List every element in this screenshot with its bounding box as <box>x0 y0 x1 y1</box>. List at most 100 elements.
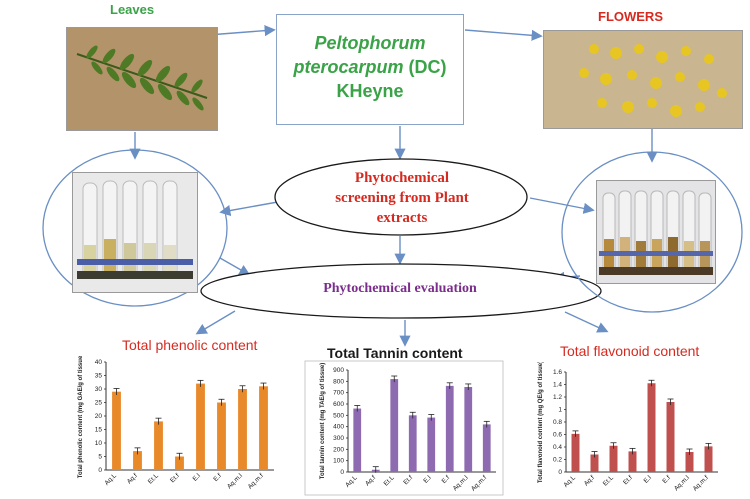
tannin-bar <box>464 387 473 472</box>
flower-extracts-photo <box>596 180 716 284</box>
flavonoid-ytick: 1.6 <box>553 369 562 376</box>
flavonoid-ytick: 1.2 <box>553 394 562 401</box>
species-genus: Peltophorum <box>314 33 426 53</box>
flavonoid-ytick: 0.2 <box>553 457 562 464</box>
flavonoid-ylabel: Total flavonoid content (mg QE/g of tiss… <box>538 362 544 483</box>
flavonoid-xtick: E.f <box>661 474 672 485</box>
tannin-ytick: 400 <box>333 424 344 431</box>
flowers-label: FLOWERS <box>598 9 663 24</box>
phenolic-xtick: Et.f <box>169 472 181 484</box>
phenolic-xtick: E.f <box>212 472 223 483</box>
tannin-ytick: 200 <box>333 446 344 453</box>
leaf-icon <box>67 28 217 130</box>
evaluation-label: Phytochemical evaluation <box>323 281 477 296</box>
tannin-bar <box>482 424 491 472</box>
phenolic-ytick: 0 <box>98 467 102 474</box>
phenolic-bar <box>196 383 205 470</box>
flavonoid-xtick: Aq.m.f <box>692 474 710 492</box>
test-tubes-icon <box>73 173 197 292</box>
screening-line-1: Phytochemical <box>354 170 450 186</box>
flavonoid-title: Total flavonoid content <box>560 343 700 359</box>
tannin-bar <box>408 415 417 472</box>
phenolic-ytick: 15 <box>95 427 103 434</box>
flavonoid-xtick: Aq.m.l <box>673 474 691 492</box>
tannin-ytick: 600 <box>333 401 344 408</box>
phenolic-bar <box>238 389 247 470</box>
tannin-chart: Total tannin content (mg TAE/g of tissue… <box>304 360 504 496</box>
flavonoid-ytick: 1.4 <box>553 382 562 389</box>
flowers-photo <box>543 30 743 129</box>
tannin-bar <box>353 408 362 472</box>
tannin-ytick: 700 <box>333 390 344 397</box>
flavonoid-xtick: Et.f <box>622 474 634 486</box>
left-circle <box>42 149 228 307</box>
test-tubes-icon <box>597 181 715 283</box>
phenolic-bar <box>112 391 121 470</box>
phenolic-bar <box>133 451 142 470</box>
screening-line-3: extracts <box>376 210 428 226</box>
flavonoid-xtick: Et.L <box>602 474 615 487</box>
phenolic-bar <box>259 386 268 470</box>
flavonoid-ytick: 0.8 <box>553 419 562 426</box>
phenolic-bar <box>175 456 184 470</box>
flavonoid-ytick: 0.4 <box>553 444 562 451</box>
phenolic-ytick: 40 <box>95 359 103 366</box>
flavonoid-ytick: 0.6 <box>553 432 562 439</box>
screening-ellipse <box>274 158 528 236</box>
tannin-ytick: 800 <box>333 378 344 385</box>
flower-icon <box>544 31 742 128</box>
phenolic-ytick: 35 <box>95 373 103 380</box>
phenolic-xtick: Aq.L <box>104 472 119 487</box>
tannin-bar <box>390 379 399 472</box>
tannin-xtick: E.f <box>441 474 452 485</box>
phenolic-xtick: Et.L <box>147 472 160 485</box>
species-author: (DC) <box>408 57 447 77</box>
tannin-title: Total Tannin content <box>327 345 463 361</box>
phenolic-xtick: E.l <box>192 472 203 483</box>
phenolic-xtick: Aq.m.l <box>226 472 244 490</box>
phenolic-ytick: 20 <box>95 413 103 420</box>
phenolic-bar <box>154 421 163 470</box>
species-box: Peltophorum pterocarpum (DC) KHeyne <box>276 14 464 125</box>
flavonoid-xtick: E.l <box>643 474 654 485</box>
flavonoid-xtick: Aq.L <box>563 474 578 489</box>
leaves-label: Leaves <box>110 2 155 17</box>
flavonoid-bar <box>609 445 618 472</box>
right-circle <box>561 151 743 313</box>
tannin-ytick: 500 <box>333 412 344 419</box>
tannin-xtick: Et.f <box>402 474 414 486</box>
phenolic-xtick: Aq.m.f <box>247 472 265 490</box>
phenolic-ytick: 25 <box>95 400 103 407</box>
phenolic-xtick: Aq.f <box>126 472 139 485</box>
flavonoid-ytick: 1 <box>558 407 562 414</box>
flavonoid-bar <box>571 433 580 472</box>
flavonoid-bar <box>666 402 675 472</box>
phenolic-ytick: 10 <box>95 440 103 447</box>
tannin-ytick: 300 <box>333 435 344 442</box>
phenolic-ylabel: Total phenolic content (mg GAE/g of tiss… <box>78 356 84 478</box>
tannin-ylabel: Total tannin content (mg TAE/g of tissue… <box>320 363 326 479</box>
species-author-line: KHeyne <box>336 81 404 101</box>
tannin-ytick: 0 <box>340 469 344 476</box>
flavonoid-bar <box>590 454 599 472</box>
tannin-bar <box>427 417 436 472</box>
leaves-photo <box>66 27 218 131</box>
tannin-ytick: 900 <box>333 367 344 374</box>
tannin-ytick: 100 <box>333 458 344 465</box>
leaf-extracts-photo <box>72 172 198 293</box>
phenolic-ytick: 5 <box>98 454 102 461</box>
evaluation-ellipse <box>200 263 602 319</box>
flavonoid-bar <box>628 451 637 472</box>
screening-line-2: screening from Plant <box>335 190 469 206</box>
phenolic-ytick: 30 <box>95 386 103 393</box>
phenolic-bar <box>217 402 226 470</box>
flavonoid-bar <box>647 383 656 472</box>
flavonoid-chart: Total flavonoid content (mg QE/g of tiss… <box>538 362 718 493</box>
flavonoid-bar <box>685 452 694 472</box>
tannin-xtick: E.l <box>422 474 433 485</box>
phenolic-title: Total phenolic content <box>122 337 258 353</box>
flavonoid-ytick: 0 <box>558 469 562 476</box>
flavonoid-bar <box>704 446 713 472</box>
species-epithet: pterocarpum <box>293 57 404 77</box>
